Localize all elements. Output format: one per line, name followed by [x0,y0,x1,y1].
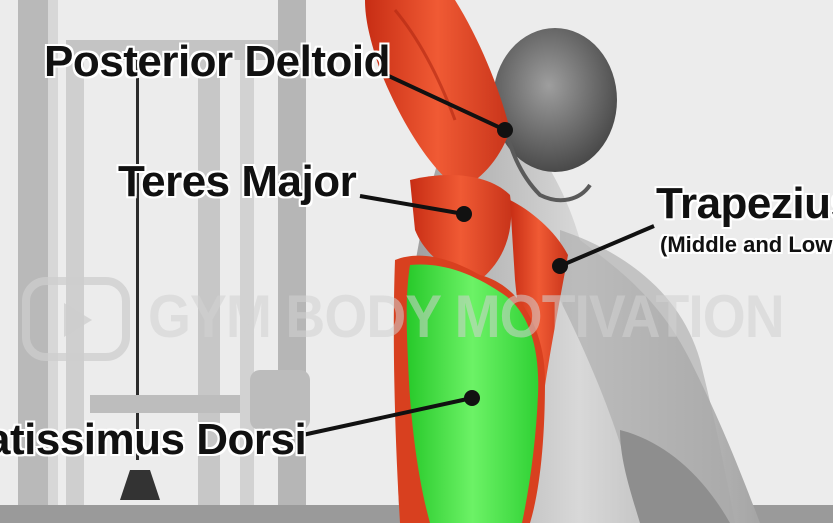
play-icon [22,277,130,361]
watermark-text: GYM BODY MOTIVATION [148,283,785,350]
label-trapezius: Trapezius [656,179,833,228]
callout-trapezius [552,224,655,274]
callout-posterior-deltoid [379,70,513,138]
label-posterior-deltoid: Posterior Deltoid [44,37,391,86]
callout-teres-major [359,194,472,222]
head [493,28,617,172]
watermark-logo [22,277,130,361]
label-latissimus-dorsi: atissimus Dorsi [0,415,307,464]
label-trapezius-subtitle: (Middle and Low [660,232,833,257]
label-teres-major: Teres Major [118,157,357,206]
callout-latissimus-dorsi [297,390,480,438]
posterior-deltoid-muscle [365,0,510,190]
trapezius-muscle [510,200,568,420]
teres-major-muscle [410,175,512,280]
